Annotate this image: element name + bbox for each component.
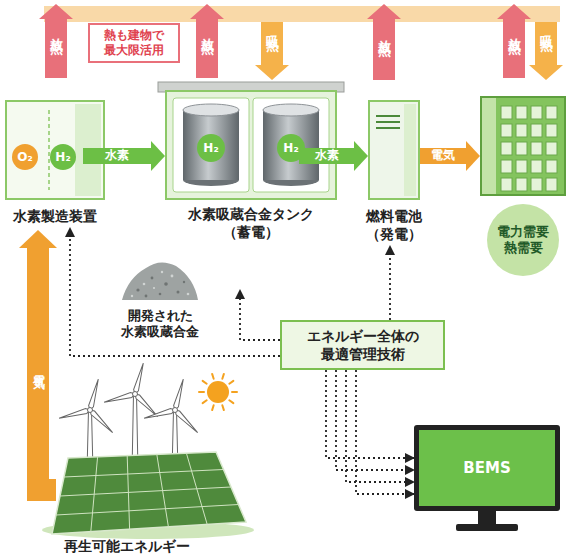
renewable-illustration [40,372,250,536]
control-line [356,370,414,494]
heat-release-arrow [39,4,73,78]
heat-label: 放熱 [46,28,66,32]
arrow-head [151,141,165,171]
control-line [346,370,414,482]
node-text: H₂ [277,134,305,162]
heat-label: 吸熱 [262,25,282,29]
monitor-base [456,524,518,531]
control-line [326,370,414,458]
node-text: 熱も建物で 最大限活用 [100,28,167,58]
hydrogen-tank: H₂ [259,102,323,188]
heat-label: 放熱 [197,28,217,32]
edge-label: 電気 [431,149,455,162]
monitor-neck [478,510,496,525]
node-text: O₂ [13,150,37,165]
control-line [240,290,280,340]
management-box: エネルギー全体の 最適管理技術 [280,320,445,370]
dotted-line [346,370,414,482]
dotted-line [326,370,414,458]
heat-label: 吸熱 [536,25,556,29]
fuel-cell-box: 燃料電池 （発電） [368,100,420,200]
edge-label: 電気 [31,366,44,372]
control-line [336,370,414,470]
dotted-line [70,228,280,356]
renewable-energy: 再生可能エネルギー [40,372,250,536]
arrow-head [354,141,368,171]
node-text: 開発された 水素吸蔵合金 [115,308,206,341]
bems-monitor: BEMS [414,425,560,511]
heat-absorb-arrow [529,22,563,80]
arrow-shaft [420,148,466,164]
heat-release-arrow [367,4,401,80]
arrow-shaft [299,148,354,164]
node-text: エネルギー全体の 最適管理技術 [300,328,426,363]
heat-absorb-arrow [255,22,289,80]
building-windows [482,98,564,194]
heat-release-arrow [497,4,531,78]
gas-circle: H₂ [50,144,76,170]
storage-box: 水素吸蔵合金タンク （蓄電）H₂H₂ [165,90,337,200]
node-text: BEMS [450,459,525,478]
node-text: H₂ [51,150,75,165]
arrow-head [466,141,480,171]
flow-arrow [19,230,57,490]
node-text: 再生可能エネルギー [32,538,222,556]
arrow-head [19,230,57,248]
dotted-line [356,370,414,494]
heat-label: 放熱 [374,30,394,34]
dotted-line [240,290,280,340]
arrow-shaft [83,148,151,164]
node-text: H₂ [197,134,225,162]
gas-circle: O₂ [12,144,38,170]
node-text: 水素製造装置 [0,208,111,226]
dotted-line [389,246,391,320]
building: 電力需要 熱需要 [480,96,566,196]
edge-label: 水素 [105,149,129,162]
fuel-cell-detail [370,102,418,198]
control-line [70,228,280,356]
arrow-shaft [38,248,56,490]
heat-band [44,6,560,22]
alloy-photo: 開発された 水素吸蔵合金 [118,254,202,304]
node-text: 燃料電池 （発電） [359,208,429,243]
flow-arrow [299,141,368,171]
dotted-line [336,370,414,470]
hydrogen-tank: H₂ [179,102,243,188]
control-line [390,246,391,320]
node-text: 水素吸蔵合金タンク （蓄電） [178,206,325,241]
flow-arrow [83,141,165,171]
flow-arrow [420,141,480,171]
alloy-powder [118,254,202,304]
callout-box: 熱も建物で 最大限活用 [88,23,180,63]
heat-release-arrow [190,4,224,78]
process-box: 水素製造装置O₂H₂ [5,100,105,200]
node-text: 電力需要 熱需要 [487,204,559,276]
heat-label: 放熱 [504,28,524,32]
